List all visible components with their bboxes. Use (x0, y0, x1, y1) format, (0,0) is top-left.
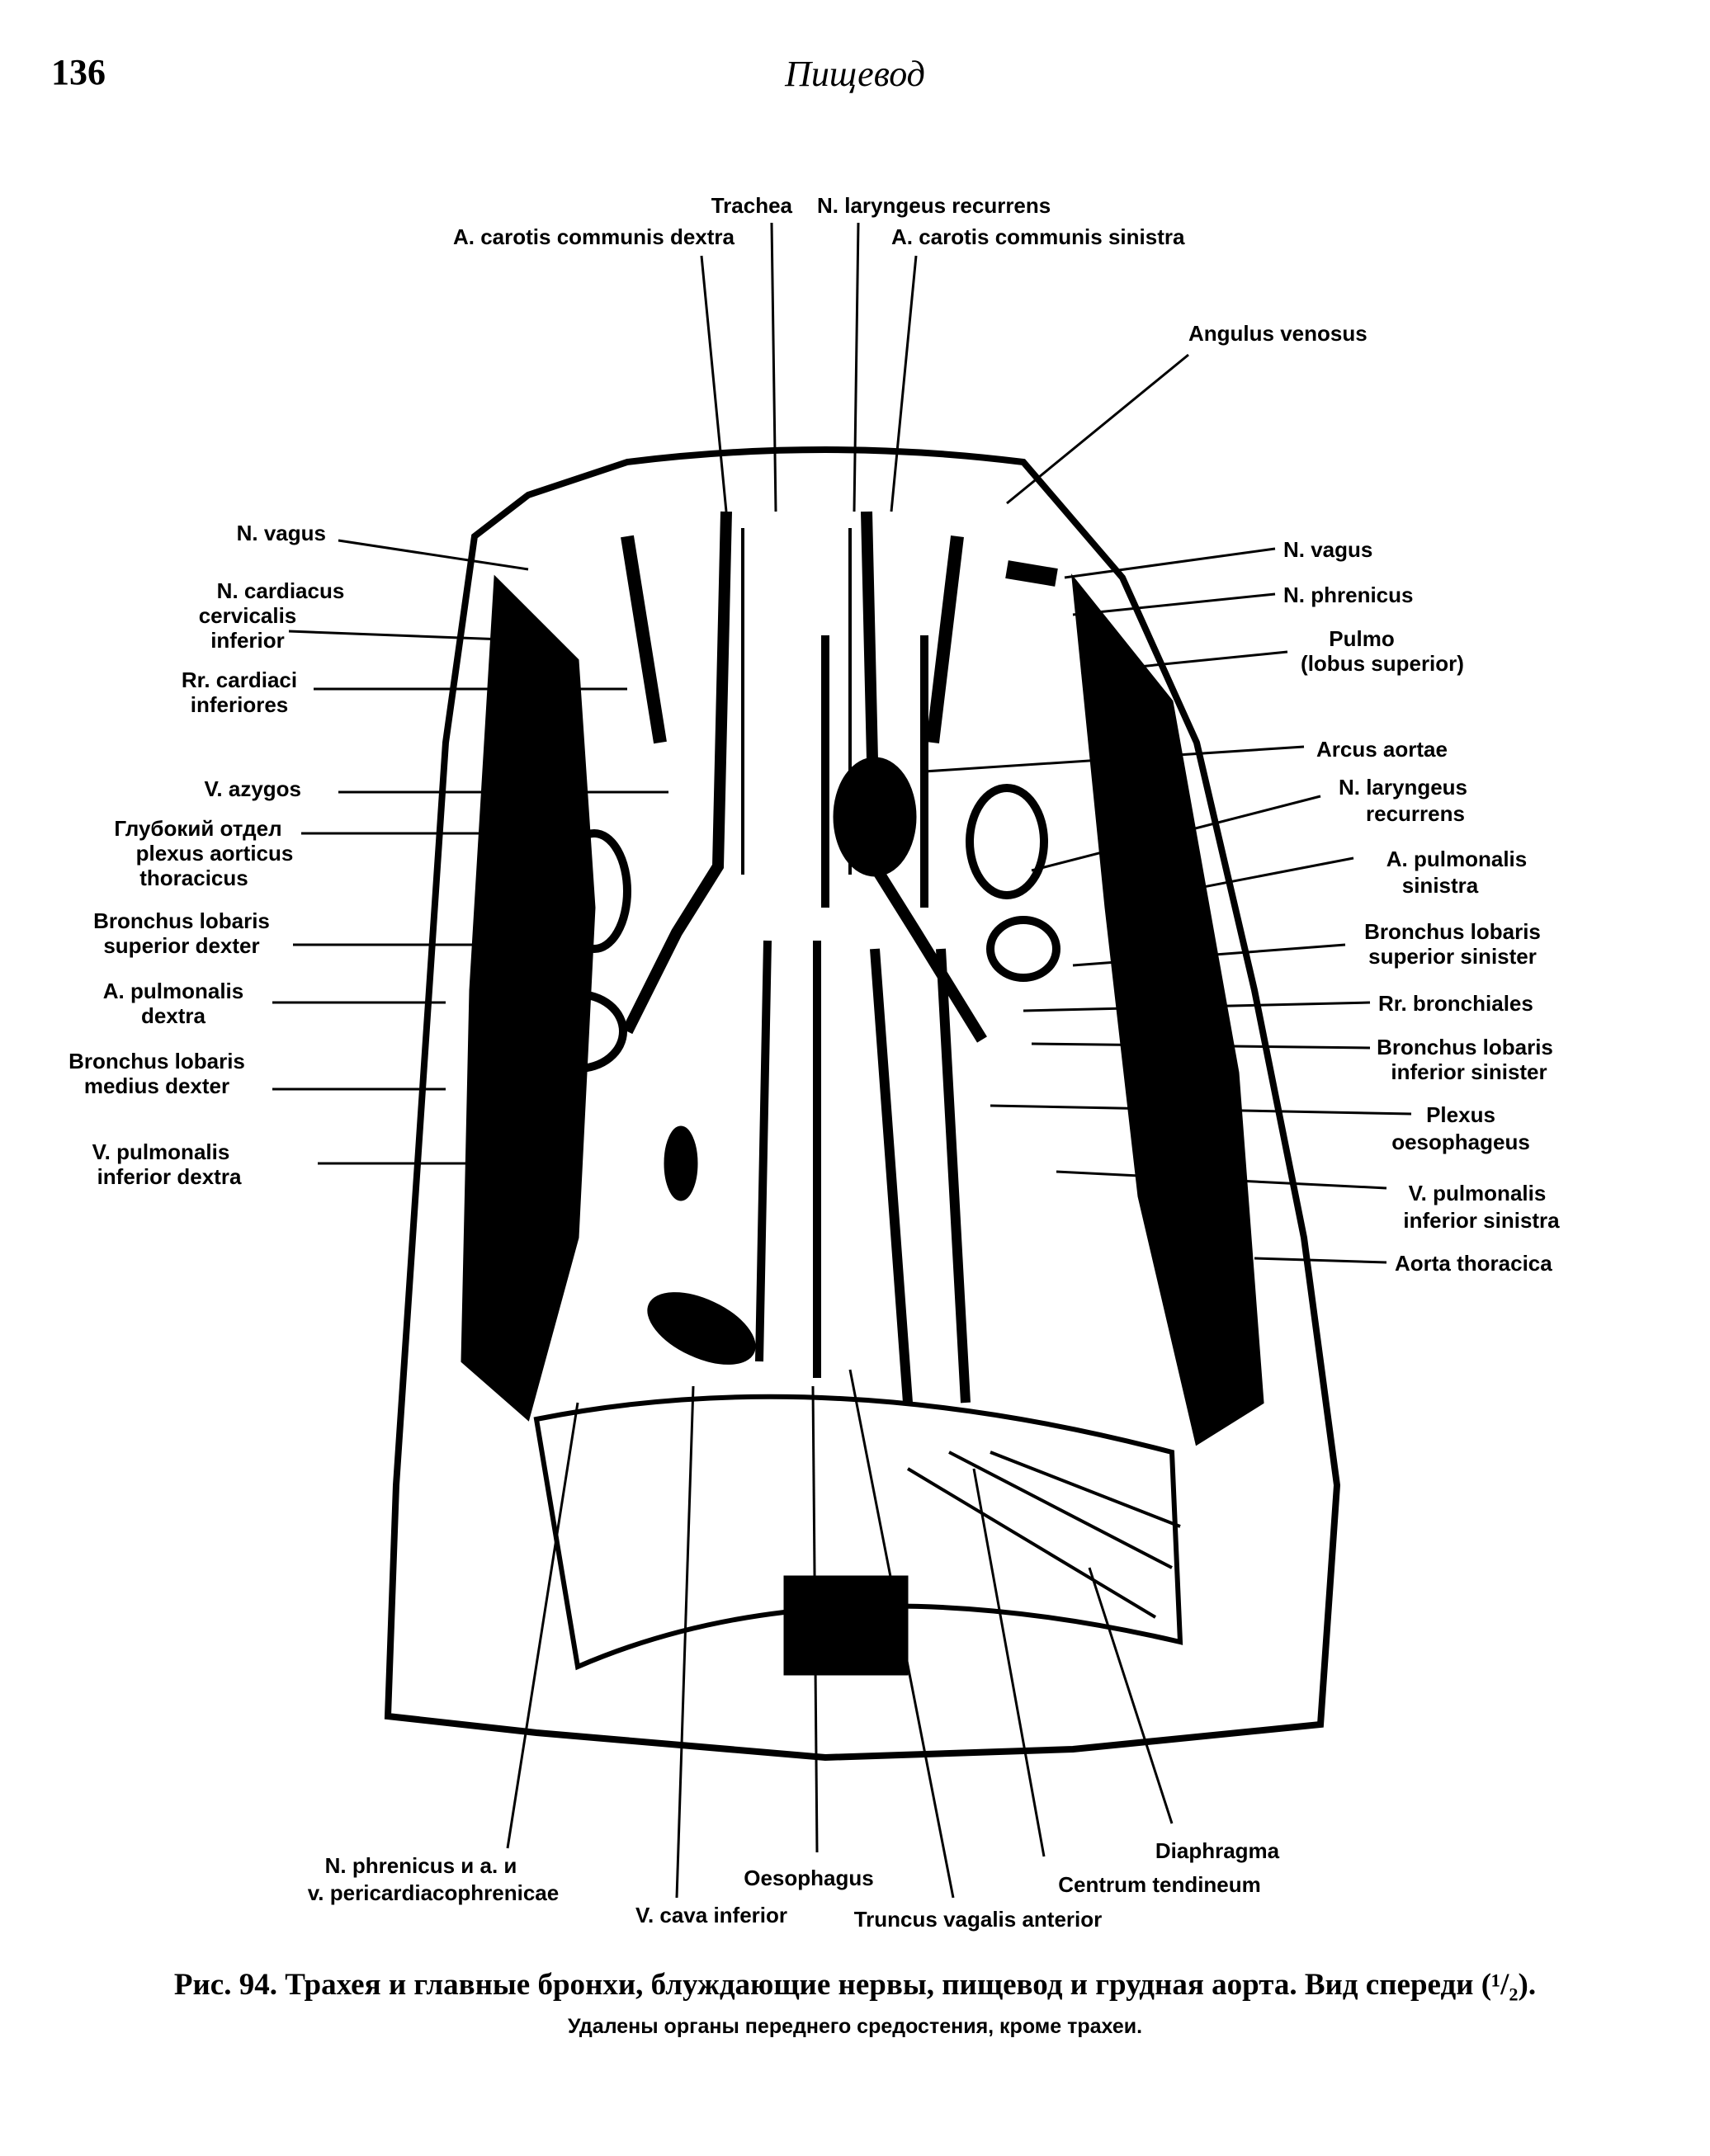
trachea-shape (621, 511, 987, 1043)
label-n-laryngeus-recurrens-top: N. laryngeus recurrens (817, 193, 1051, 218)
leader-lines (272, 222, 1412, 1899)
label-a-pulm-sin-1: A. pulmonalis (1386, 847, 1527, 871)
label-plexus-oes-2: oesophageus (1391, 1130, 1530, 1154)
label-n-phren-bottom-2: v. pericardiacophrenicae (308, 1880, 559, 1905)
illustration (384, 446, 1341, 1762)
label-pulmo-2: (lobus superior) (1301, 651, 1464, 676)
label-a-pulm-sin-2: sinistra (1402, 873, 1479, 898)
label-aorta-thoracica: Aorta thoracica (1395, 1251, 1552, 1276)
label-v-azygos: V. azygos (204, 776, 301, 801)
label-bronchus-inf-sin-2: inferior sinister (1391, 1059, 1547, 1084)
right-lung-border (1071, 573, 1264, 1446)
label-plexus-1: Глубокий отдел (114, 816, 281, 841)
label-rr-bronchiales: Rr. bronchiales (1378, 991, 1533, 1016)
label-v-cava-inferior: V. cava inferior (635, 1903, 787, 1927)
label-n-vagus-left: N. vagus (237, 521, 326, 545)
label-arcus-aortae: Arcus aortae (1316, 737, 1448, 762)
label-rr-cardiaci-1: Rr. cardiaci (182, 668, 297, 692)
label-trachea: Trachea (711, 193, 793, 218)
label-a-carotis-dextra: A. carotis communis dextra (453, 224, 735, 249)
label-v-pulm-dex-1: V. pulmonalis (92, 1139, 230, 1164)
running-head: Пищевод (785, 54, 925, 94)
label-a-pulm-dex-2: dextra (141, 1003, 206, 1028)
label-centrum-tendineum: Centrum tendineum (1058, 1872, 1261, 1897)
label-diaphragma: Diaphragma (1155, 1838, 1280, 1863)
label-bronchus-sup-sin-2: superior sinister (1368, 944, 1537, 969)
label-n-cardiacus-2: cervicalis (199, 603, 297, 628)
left-lung-border (461, 574, 596, 1422)
label-truncus-vagalis: Truncus vagalis anterior (854, 1907, 1103, 1932)
label-n-phrenicus-right: N. phrenicus (1283, 583, 1413, 607)
aortic-arch-shape (833, 757, 917, 877)
label-a-carotis-sinistra: A. carotis communis sinistra (891, 224, 1185, 249)
label-n-vagus-right: N. vagus (1283, 537, 1372, 562)
label-plexus-2: plexus aorticus (136, 841, 294, 866)
label-bronchus-med-1: Bronchus lobaris (68, 1049, 245, 1073)
label-angulus-venosus: Angulus venosus (1188, 321, 1368, 346)
label-oesophagus: Oesophagus (744, 1866, 873, 1890)
label-bronchus-sup-dex-2: superior dexter (103, 933, 259, 958)
label-n-cardiacus-3: inferior (210, 628, 285, 653)
label-v-pulm-dex-2: inferior dextra (97, 1164, 242, 1189)
label-n-lar-rec-right-2: recurrens (1366, 801, 1465, 826)
aorta-thoracica-shape (870, 948, 971, 1404)
thorax-outline (384, 446, 1341, 1762)
labels: Trachea N. laryngeus recurrens A. caroti… (68, 193, 1560, 1932)
label-bronchus-inf-sin-1: Bronchus lobaris (1377, 1035, 1553, 1059)
oesophagus-shape (755, 940, 821, 1378)
page-number: 136 (51, 52, 106, 92)
label-v-pulm-sin-2: inferior sinistra (1403, 1208, 1560, 1233)
label-n-cardiacus-1: N. cardiacus (217, 578, 345, 603)
label-rr-cardiaci-2: inferiores (191, 692, 289, 717)
figure-caption: Рис. 94. Трахея и главные бронхи, блужда… (173, 1968, 1537, 2002)
label-bronchus-sup-dex-1: Bronchus lobaris (93, 908, 270, 933)
label-plexus-oes-1: Plexus (1426, 1102, 1495, 1127)
label-n-lar-rec-right-1: N. laryngeus (1339, 775, 1467, 800)
label-bronchus-med-2: medius dexter (84, 1073, 229, 1098)
label-n-phren-bottom-1: N. phrenicus и a. и (325, 1853, 517, 1878)
label-v-pulm-sin-1: V. pulmonalis (1409, 1181, 1547, 1205)
label-pulmo-1: Pulmo (1329, 626, 1394, 651)
label-a-pulm-dex-1: A. pulmonalis (103, 979, 243, 1003)
figure-caption-note: Удалены органы переднего средостения, кр… (567, 2015, 1143, 2038)
label-bronchus-sup-sin-1: Bronchus lobaris (1364, 919, 1541, 944)
diaphragm-shape (533, 1394, 1183, 1671)
label-plexus-3: thoracicus (139, 866, 248, 890)
